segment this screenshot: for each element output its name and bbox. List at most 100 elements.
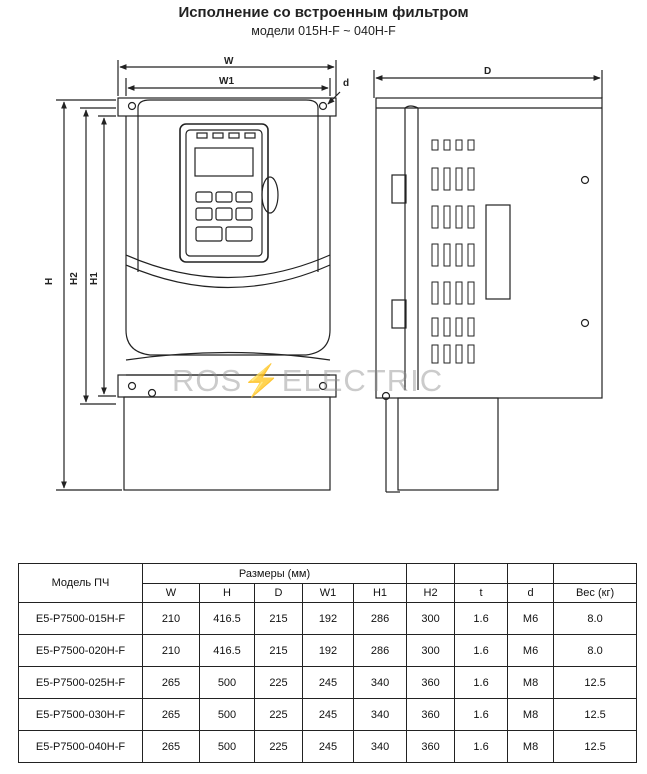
watermark-right: ELECTRIC	[281, 363, 444, 398]
value-cell: 360	[406, 698, 456, 731]
column-header: d	[507, 583, 555, 603]
value-cell: 265	[142, 666, 200, 699]
value-cell: 265	[142, 730, 200, 763]
value-cell: 245	[302, 698, 354, 731]
main-body	[125, 116, 331, 356]
value-cell: 300	[406, 602, 456, 635]
screw-bl	[127, 381, 137, 391]
value-cell: M8	[507, 730, 555, 763]
column-header: t	[454, 583, 509, 603]
page-subtitle: модели 015H-F ~ 040H-F	[251, 24, 396, 38]
screw-b2	[147, 388, 157, 398]
value-cell: 8.0	[553, 634, 638, 667]
value-cell: 245	[302, 666, 354, 699]
value-cell: 210	[142, 634, 200, 667]
watermark: ROS⚡ELECTRIC	[172, 362, 443, 399]
value-cell: 1.6	[454, 730, 509, 763]
column-header: H	[199, 583, 255, 603]
value-cell: M8	[507, 698, 555, 731]
model-cell: E5-P7500-020H-F	[18, 634, 143, 667]
screw-br	[318, 381, 328, 391]
column-header: W	[142, 583, 200, 603]
model-cell: E5-P7500-040H-F	[18, 730, 143, 763]
side-label-plate	[485, 204, 511, 300]
label-w1: W1	[219, 76, 234, 87]
value-cell: 215	[254, 602, 303, 635]
value-cell: 225	[254, 698, 303, 731]
header-blank-4	[553, 563, 638, 584]
value-cell: 1.6	[454, 634, 509, 667]
value-cell: 225	[254, 730, 303, 763]
value-cell: 286	[352, 634, 408, 667]
value-cell: 500	[199, 666, 255, 699]
header-blank-2	[454, 563, 509, 584]
value-cell: 192	[302, 634, 354, 667]
value-cell: M8	[507, 666, 555, 699]
value-cell: 12.5	[553, 698, 638, 731]
header-model: Модель ПЧ	[18, 563, 143, 603]
label-d-depth: D	[484, 66, 491, 77]
column-header: D	[254, 583, 303, 603]
value-cell: 225	[254, 666, 303, 699]
value-cell: 416.5	[199, 634, 255, 667]
value-cell: M6	[507, 634, 555, 667]
screw-tr	[318, 101, 328, 111]
model-cell: E5-P7500-030H-F	[18, 698, 143, 731]
header-blank-1	[406, 563, 456, 584]
value-cell: 340	[352, 730, 408, 763]
column-header: Вес (кг)	[553, 583, 638, 603]
model-cell: E5-P7500-025H-F	[18, 666, 143, 699]
value-cell: 12.5	[553, 666, 638, 699]
page-title: Исполнение со встроенным фильтром	[178, 4, 469, 21]
side-view	[373, 70, 603, 493]
value-cell: 340	[352, 666, 408, 699]
value-cell: 500	[199, 730, 255, 763]
front-view	[56, 60, 341, 491]
label-h: H	[44, 278, 55, 285]
value-cell: 265	[142, 698, 200, 731]
value-cell: 12.5	[553, 730, 638, 763]
header-blank-3	[507, 563, 555, 584]
value-cell: 8.0	[553, 602, 638, 635]
value-cell: 1.6	[454, 698, 509, 731]
model-cell: E5-P7500-015H-F	[18, 602, 143, 635]
dimension-drawing: W W1 d D H H2 H1	[44, 56, 603, 493]
value-cell: 360	[406, 666, 456, 699]
value-cell: 215	[254, 634, 303, 667]
value-cell: 245	[302, 730, 354, 763]
header-dimensions: Размеры (мм)	[141, 563, 408, 584]
column-header: H2	[406, 583, 456, 603]
side-body	[375, 97, 603, 399]
top-bracket	[117, 97, 337, 117]
label-h1: H1	[89, 272, 100, 285]
value-cell: 416.5	[199, 602, 255, 635]
value-cell: M6	[507, 602, 555, 635]
value-cell: 360	[406, 730, 456, 763]
side-filter-box	[397, 397, 499, 491]
value-cell: 300	[406, 634, 456, 667]
keypad-housing	[179, 123, 269, 263]
filter-box	[123, 396, 331, 491]
value-cell: 1.6	[454, 666, 509, 699]
value-cell: 500	[199, 698, 255, 731]
lightning-icon: ⚡	[242, 363, 282, 398]
screw-tl	[127, 101, 137, 111]
value-cell: 192	[302, 602, 354, 635]
label-h2: H2	[69, 272, 80, 285]
label-d-small: d	[343, 78, 349, 89]
value-cell: 1.6	[454, 602, 509, 635]
value-cell: 210	[142, 602, 200, 635]
watermark-left: ROS	[172, 363, 243, 398]
value-cell: 286	[352, 602, 408, 635]
label-w: W	[224, 56, 234, 67]
column-header: H1	[352, 583, 408, 603]
value-cell: 340	[352, 698, 408, 731]
